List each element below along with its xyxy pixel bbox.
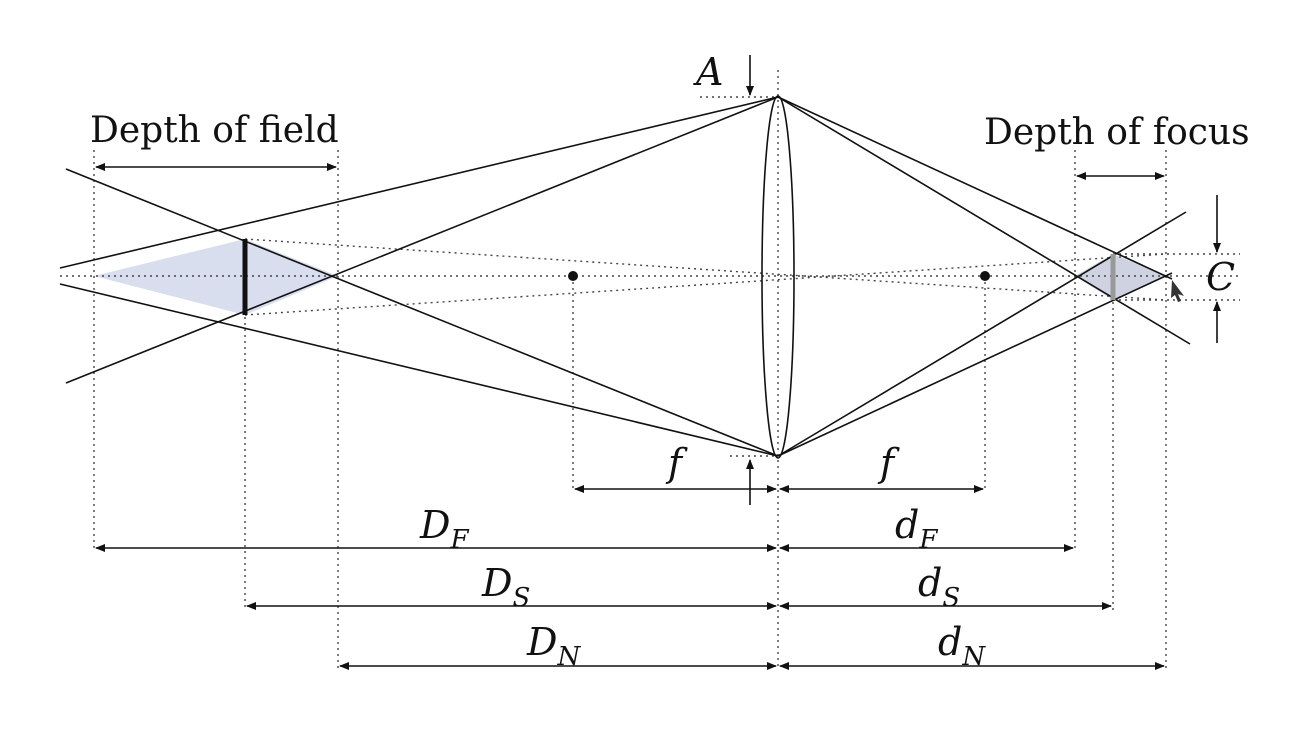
dF-sub: F: [918, 525, 938, 555]
DN-sub: N: [556, 642, 581, 672]
dS-sub: S: [942, 583, 960, 613]
focal-length-label-right: f: [877, 441, 900, 485]
dS-main: d: [918, 561, 942, 605]
DS-sub: S: [512, 583, 530, 613]
cursor-arrow-icon: [1171, 280, 1184, 302]
reference-lines: [93, 70, 1240, 670]
coc-label: C: [1206, 255, 1235, 299]
DF-label: DF: [419, 503, 469, 555]
DN-label: DN: [526, 620, 581, 672]
dN-sub: N: [961, 642, 986, 672]
aperture-label: A: [693, 50, 723, 94]
depth-of-focus-region: [1075, 254, 1166, 300]
solid-rays: [59, 96, 1191, 457]
depth-of-field-label: Depth of field: [90, 110, 339, 151]
dN-main: d: [938, 620, 962, 664]
DS-label: DS: [481, 561, 530, 613]
dN-label: dN: [938, 620, 986, 672]
dS-label: dS: [918, 561, 960, 613]
depth-of-focus-label: Depth of focus: [984, 112, 1250, 153]
focal-length-label-left: f: [665, 441, 688, 485]
dF-main: d: [895, 503, 919, 547]
focal-point-left: [568, 271, 578, 281]
depth-of-field-region: [94, 239, 338, 315]
DF-main: D: [419, 503, 450, 547]
DF-sub: F: [449, 525, 469, 555]
focal-point-right: [980, 271, 990, 281]
dF-label: dF: [895, 503, 938, 555]
dotted-rays: [244, 238, 1167, 316]
DN-main: D: [526, 620, 557, 664]
DS-main: D: [481, 561, 512, 605]
lens: [761, 95, 795, 459]
